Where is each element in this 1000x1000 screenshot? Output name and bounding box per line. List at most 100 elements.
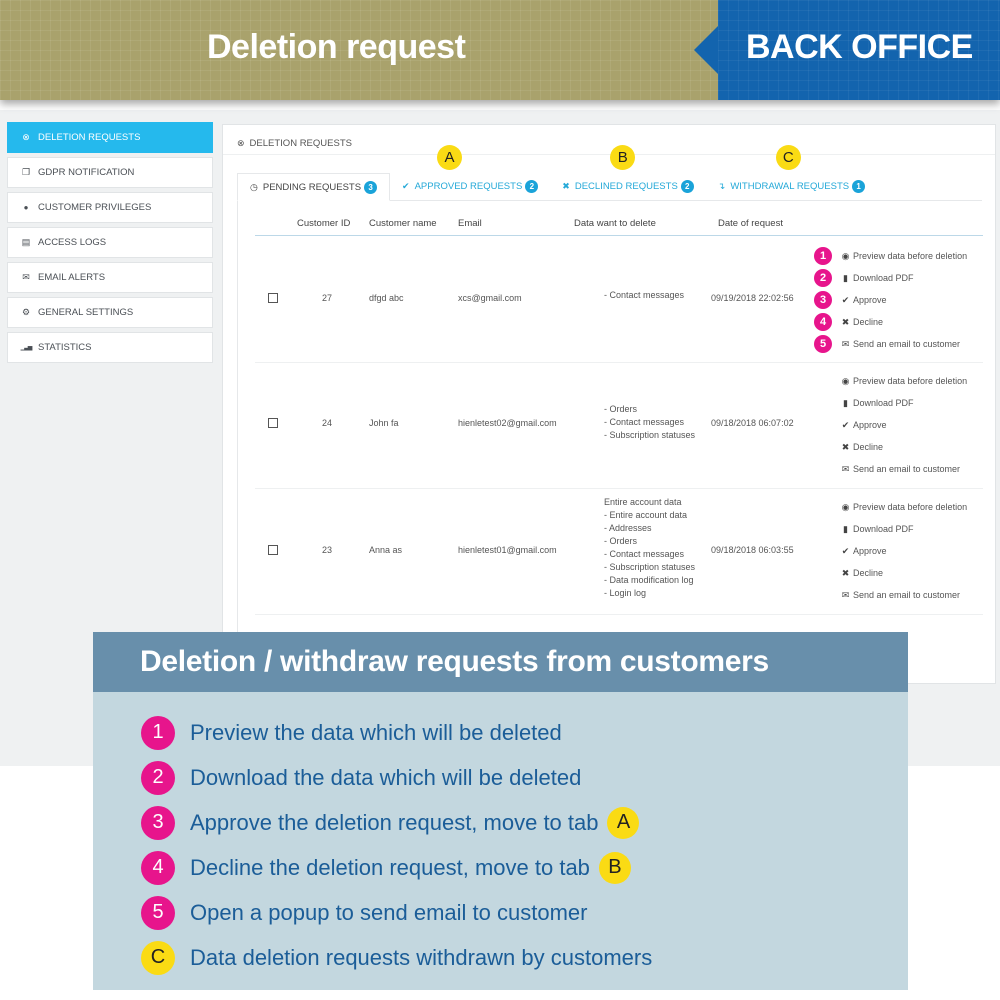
data-item: - Subscription statuses [604,562,696,572]
promo-banner: Deletion request BACK OFFICE [0,0,1000,100]
banner-title: Deletion request [207,28,466,66]
marker-5: 5 [141,895,175,930]
marker-a: A [607,806,640,839]
row-checkbox[interactable] [268,418,278,428]
decline-action[interactable]: ✖Decline [840,562,967,584]
customer-name: John fa [369,418,399,428]
sidebar-item-access-logs[interactable]: ▤ ACCESS LOGS [7,227,213,258]
sidebar-item-general-settings[interactable]: ⚙ GENERAL SETTINGS [7,297,213,328]
tab-label: DECLINED REQUESTS [574,181,678,192]
marker-4: 4 [814,313,832,331]
approve-action[interactable]: ✔Approve [840,540,967,562]
action-label: Download PDF [853,273,914,283]
tab-declined-requests[interactable]: B ✖ DECLINED REQUESTS 2 [550,145,705,200]
preview-data-action[interactable]: 1◉Preview data before deletion [814,245,967,267]
panel-heading-label: DELETION REQUESTS [249,138,352,149]
send-email-action[interactable]: ✉Send an email to customer [840,458,967,480]
action-label: Send an email to customer [853,464,961,474]
decline-action[interactable]: 4✖Decline [814,311,967,333]
sidebar-item-label: CUSTOMER PRIVILEGES [38,202,152,213]
sidebar-item-customer-privileges[interactable]: ● CUSTOMER PRIVILEGES [7,192,213,223]
send-email-action[interactable]: 5✉Send an email to customer [814,333,967,355]
deletion-requests-panel: ⊗ DELETION REQUESTS ◷ PENDING REQUESTS 3… [222,124,996,686]
request-tabs: ◷ PENDING REQUESTS 3 A ✔ APPROVED REQUES… [237,145,982,201]
sidebar-item-label: STATISTICS [38,342,92,353]
info-header: Deletion / withdraw requests from custom… [93,632,908,692]
sidebar-item-label: EMAIL ALERTS [38,272,106,283]
tab-label: PENDING REQUESTS [262,181,362,193]
customer-id: 23 [322,545,333,555]
check-icon: ✔ [841,545,850,556]
marker-b: B [610,145,636,170]
envelope-icon: ✉ [841,338,850,349]
action-label: Decline [853,317,884,327]
data-item: - Data modification log [604,575,694,585]
col-date-of-request: Date of request [718,218,783,229]
data-item: - Contact messages [604,549,685,559]
copy-icon: ❐ [21,167,31,177]
table-row: 23 Anna as hienletest01@gmail.com Entire… [255,489,983,615]
info-text: Download the data which will be deleted [190,764,582,790]
preview-data-action[interactable]: ◉Preview data before deletion [840,370,968,392]
row-checkbox[interactable] [268,293,278,303]
download-pdf-action[interactable]: ▮ Download PDF [840,518,967,540]
info-item: 1 Preview the data which will be deleted [141,710,908,755]
gear-icon: ⚙ [21,307,31,317]
data-item: - Contact messages [604,417,685,427]
download-pdf-action[interactable]: 2▮Download PDF [814,267,967,289]
send-email-action[interactable]: ✉Send an email to customer [840,584,967,606]
tab-withdrawal-requests[interactable]: C ↴ WITHDRAWAL REQUESTS 1 [706,145,877,200]
data-to-delete: - Contact messages [604,289,684,302]
marker-5: 5 [814,335,832,353]
sidebar-menu: ⊗ DELETION REQUESTS ❐ GDPR NOTIFICATION … [7,122,213,367]
sidebar-item-statistics[interactable]: ▁▃▅ STATISTICS [7,332,213,363]
action-label: Send an email to customer [853,590,961,600]
data-item: - Addresses [604,523,652,533]
action-label: Download PDF [853,524,914,534]
sidebar-item-gdpr-notification[interactable]: ❐ GDPR NOTIFICATION [7,157,213,188]
table-header: Customer ID Customer name Email Data wan… [255,216,983,236]
check-icon: ✔ [402,181,410,191]
customer-email: hienletest01@gmail.com [458,545,557,555]
data-to-delete: Entire account data - Entire account dat… [604,496,695,600]
sidebar-item-deletion-requests[interactable]: ⊗ DELETION REQUESTS [7,122,213,153]
data-item: - Orders [604,404,638,414]
file-pdf-icon: ▮ [843,397,848,408]
download-pdf-action[interactable]: ▮Download PDF [840,392,967,414]
data-item: - Contact messages [604,290,685,300]
times-icon: ✖ [562,181,570,191]
data-item: - Entire account data [604,510,688,520]
row-actions: 1◉Preview data before deletion 2▮Downloa… [814,245,967,355]
decline-action[interactable]: ✖Decline [840,436,967,458]
action-label: Preview data before deletion [853,376,968,386]
back-office-badge: BACK OFFICE [694,0,1000,100]
customer-email: xcs@gmail.com [458,293,522,303]
data-to-delete: - Orders - Contact messages - Subscripti… [604,403,695,442]
action-label: Approve [853,420,887,430]
tab-pending-requests[interactable]: ◷ PENDING REQUESTS 3 [237,173,391,201]
clock-icon: ◷ [250,181,258,192]
count-badge: 2 [525,180,539,193]
info-item: 5 Open a popup to send email to customer [141,890,908,935]
marker-c: C [775,145,801,170]
tab-label: WITHDRAWAL REQUESTS [730,181,850,192]
marker-4: 4 [141,850,175,885]
preview-data-action[interactable]: ◉Preview data before deletion [840,496,968,518]
file-pdf-icon: ▮ [843,523,848,534]
col-email: Email [458,218,482,229]
tab-approved-requests[interactable]: A ✔ APPROVED REQUESTS 2 [390,145,550,200]
customer-email: hienletest02@gmail.com [458,418,557,428]
times-icon: ✖ [841,441,850,452]
tab-label: APPROVED REQUESTS [414,181,523,192]
info-title: Deletion / withdraw requests from custom… [140,645,769,678]
sidebar-item-email-alerts[interactable]: ✉ EMAIL ALERTS [7,262,213,293]
info-text: Open a popup to send email to customer [190,899,588,925]
approve-action[interactable]: ✔Approve [840,414,967,436]
envelope-icon: ✉ [841,589,850,600]
approve-action[interactable]: 3✔Approve [814,289,967,311]
table-row: 24 John fa hienletest02@gmail.com - Orde… [255,363,983,489]
times-circle-icon: ⊗ [22,132,30,142]
marker-2: 2 [141,760,175,795]
row-checkbox[interactable] [268,545,278,555]
row-actions: ◉Preview data before deletion ▮ Download … [840,496,968,606]
